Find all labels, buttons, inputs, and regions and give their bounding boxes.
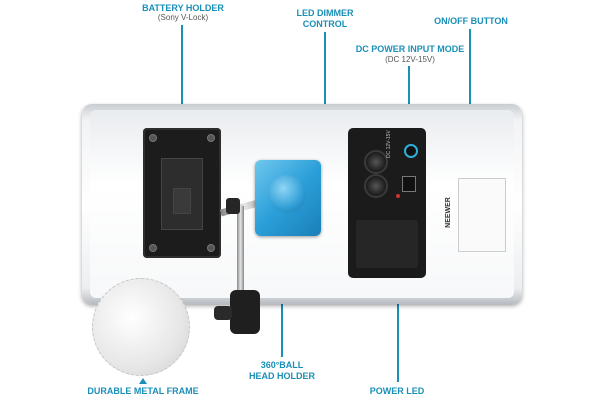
battery-slot xyxy=(161,158,203,230)
screw-icon xyxy=(207,134,215,142)
mount-clamp xyxy=(230,290,260,334)
battery-holder-label: BATTERY HOLDER xyxy=(142,3,224,13)
control-box: DC 12V-15V xyxy=(348,128,426,278)
dimmer-knob-bottom xyxy=(364,174,388,198)
led-dimmer-label: LED DIMMER xyxy=(296,8,354,18)
control-vent xyxy=(356,220,418,268)
led-dimmer-label-line2: CONTROL xyxy=(302,19,348,29)
battery-holder-sublabel: (Sony V-Lock) xyxy=(157,13,209,22)
durable-frame-label: DURABLE METAL FRAME xyxy=(87,386,199,396)
screw-icon xyxy=(149,134,157,142)
mount-rod-vertical xyxy=(237,206,244,296)
dimmer-knob-top xyxy=(364,150,388,174)
clamp-knob xyxy=(214,306,232,320)
triangle-up-icon xyxy=(139,378,147,384)
on-off-button-label: ON/OFF BUTTON xyxy=(434,16,508,26)
power-switch xyxy=(402,176,416,192)
dimmer-leader-line xyxy=(324,32,326,144)
power-led-indicator xyxy=(396,194,400,198)
dc-power-label: DC POWER INPUT MODE xyxy=(355,44,465,54)
ball-head-label-line2: HEAD HOLDER xyxy=(248,371,315,381)
battery-holder xyxy=(143,128,221,258)
dc-power-sublabel: (DC 12V-15V) xyxy=(385,55,435,64)
dc-power-port xyxy=(404,144,418,158)
power-led-label: POWER LED xyxy=(369,386,425,396)
ball-head-label: 360°BALL xyxy=(260,360,304,370)
brand-text: NEEWER xyxy=(444,197,452,228)
rod-knob xyxy=(226,198,240,214)
battery-leader-line xyxy=(181,25,183,125)
screw-icon xyxy=(207,244,215,252)
battery-latch xyxy=(173,188,191,214)
spec-label-plate: NEEWER xyxy=(445,178,506,252)
ball-head-knob xyxy=(268,175,306,213)
dc-spec-text: DC 12V-15V xyxy=(386,130,392,158)
screw-icon xyxy=(149,244,157,252)
metal-frame-closeup xyxy=(92,278,190,376)
